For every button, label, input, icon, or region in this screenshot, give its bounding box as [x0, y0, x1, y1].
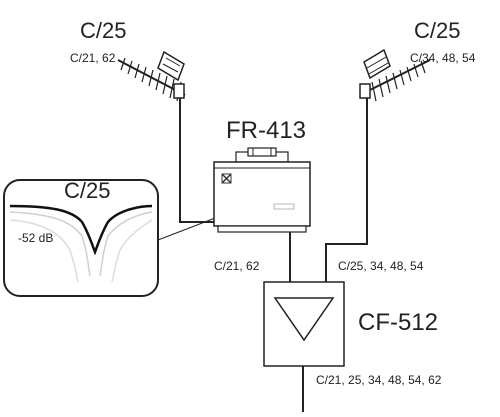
left-antenna-channels: C/21, 62 [70, 51, 116, 65]
fr-413-filter [213, 147, 311, 233]
right-antenna-channels: C/34, 48, 54 [410, 51, 476, 65]
filter-output-channels: C/21, 62 [214, 259, 260, 273]
amplifier-triangle-icon [273, 297, 335, 342]
cf-512-combiner [263, 281, 345, 367]
left-antenna-channel: C/25 [80, 18, 126, 43]
brand-logo-icon [221, 173, 232, 184]
left-antenna [117, 50, 186, 102]
filter-name: FR-413 [226, 117, 306, 144]
notch-detail-box [3, 179, 159, 297]
right-antenna-channel: C/25 [414, 18, 460, 43]
attenuation-label: -52 dB [18, 231, 53, 245]
combiner-input-channels: C/25, 34, 48, 54 [338, 259, 424, 273]
detail-channel-label: C/25 [64, 178, 110, 203]
combiner-output-channels: C/21, 25, 34, 48, 54, 62 [316, 373, 442, 387]
combiner-name: CF-512 [358, 309, 438, 336]
right-antenna [359, 48, 431, 102]
